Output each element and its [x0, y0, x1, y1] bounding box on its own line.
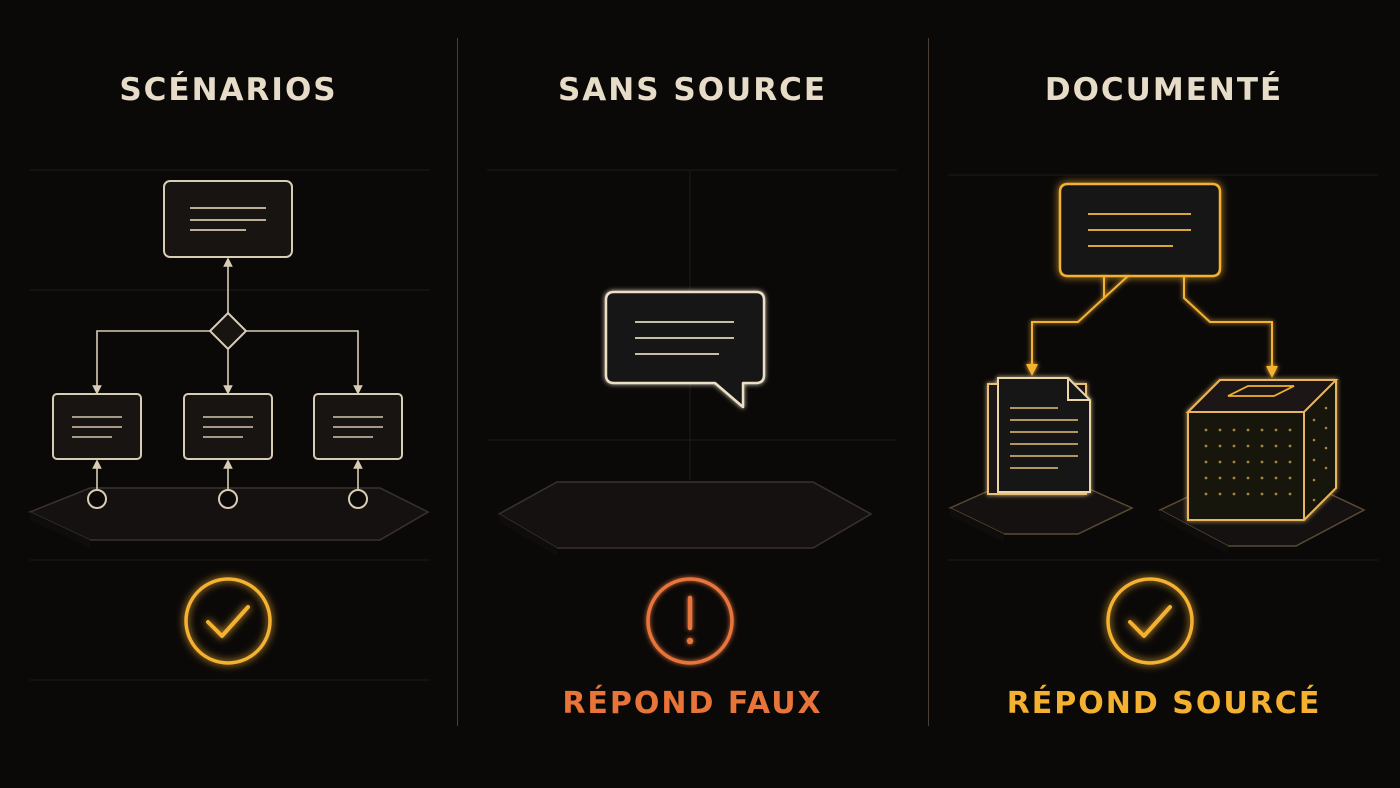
status-caption: RÉPOND SOURCÉ: [1006, 686, 1322, 721]
document-platform: [948, 483, 1134, 542]
panel-title: SANS SOURCE: [557, 72, 828, 108]
panel-divider: [928, 38, 929, 726]
flow-node-middle: [183, 393, 273, 460]
background-grid: [948, 174, 1378, 561]
panel-title: DOCUMENTÉ: [1044, 72, 1284, 108]
speech-bubble-icon: [604, 290, 766, 409]
flowchart-illustration: [28, 169, 430, 681]
speech-bubble-icon: [1058, 182, 1222, 278]
flow-connectors: [92, 257, 363, 490]
status-caption: RÉPOND FAUX: [562, 686, 823, 721]
source-connectors: [1026, 275, 1278, 378]
decision-diamond: [208, 311, 248, 351]
database-cube-icon: [1185, 379, 1339, 521]
background-grid: [30, 169, 430, 681]
panel-sans-source: SANS SOURCE RÉPOND FAUX: [457, 0, 928, 788]
flow-start-circles: [87, 489, 368, 509]
platform: [28, 487, 430, 548]
panel-title: SCÉNARIOS: [119, 72, 338, 108]
flow-node-left: [52, 393, 142, 460]
cube-dot-pattern: [1204, 406, 1328, 502]
flow-node-top: [163, 180, 293, 258]
panel-divider: [457, 38, 458, 726]
exclamation-circle-icon: [646, 577, 734, 665]
check-circle-icon: [184, 577, 272, 665]
platform: [497, 481, 873, 556]
chat-illustration: [487, 169, 897, 665]
check-circle-icon: [1106, 577, 1194, 665]
panel-scenarios: SCÉNARIOS: [0, 0, 457, 788]
document-icon: [987, 377, 1091, 495]
flow-node-right: [313, 393, 403, 460]
sourced-answer-illustration: [948, 174, 1378, 665]
panel-documente: DOCUMENTÉ RÉPOND SOURCÉ: [928, 0, 1400, 788]
